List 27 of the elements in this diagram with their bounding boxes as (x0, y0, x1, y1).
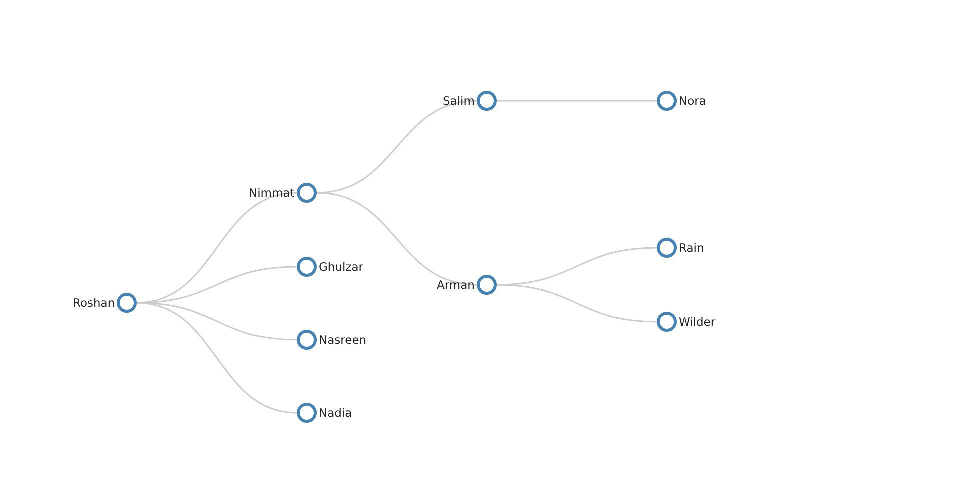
node-name-label: Roshan (73, 296, 116, 310)
tree-node-circle (477, 91, 497, 111)
tree-link (136, 302, 298, 414)
tree-node-circle (297, 330, 317, 350)
node-name-label: Nasreen (319, 333, 367, 347)
tree-link (316, 100, 478, 194)
tree-node-circle (117, 293, 137, 313)
node-name-label: Ghulzar (319, 260, 364, 274)
tree-node-circle (657, 91, 677, 111)
tree-node-circle (477, 275, 497, 295)
tree-node-circle (297, 257, 317, 277)
node-name-label: Nadia (319, 406, 352, 420)
node-name-label: Rain (679, 241, 704, 255)
node-name-label: Wilder (679, 315, 716, 329)
node-name-label: Salim (443, 94, 475, 108)
node-name-label: Arman (437, 278, 475, 292)
tree-link (316, 192, 478, 286)
tree-node-circle (657, 312, 677, 332)
tree-link (496, 284, 658, 323)
tree-link (136, 266, 298, 304)
node-name-label: Nimmat (249, 186, 295, 200)
tree-node-circle (657, 238, 677, 258)
tree-node-circle (297, 403, 317, 423)
node-name-label: Nora (679, 94, 706, 108)
tree-link (497, 100, 657, 102)
tree-node-circle (297, 183, 317, 203)
tree-link (496, 247, 658, 286)
